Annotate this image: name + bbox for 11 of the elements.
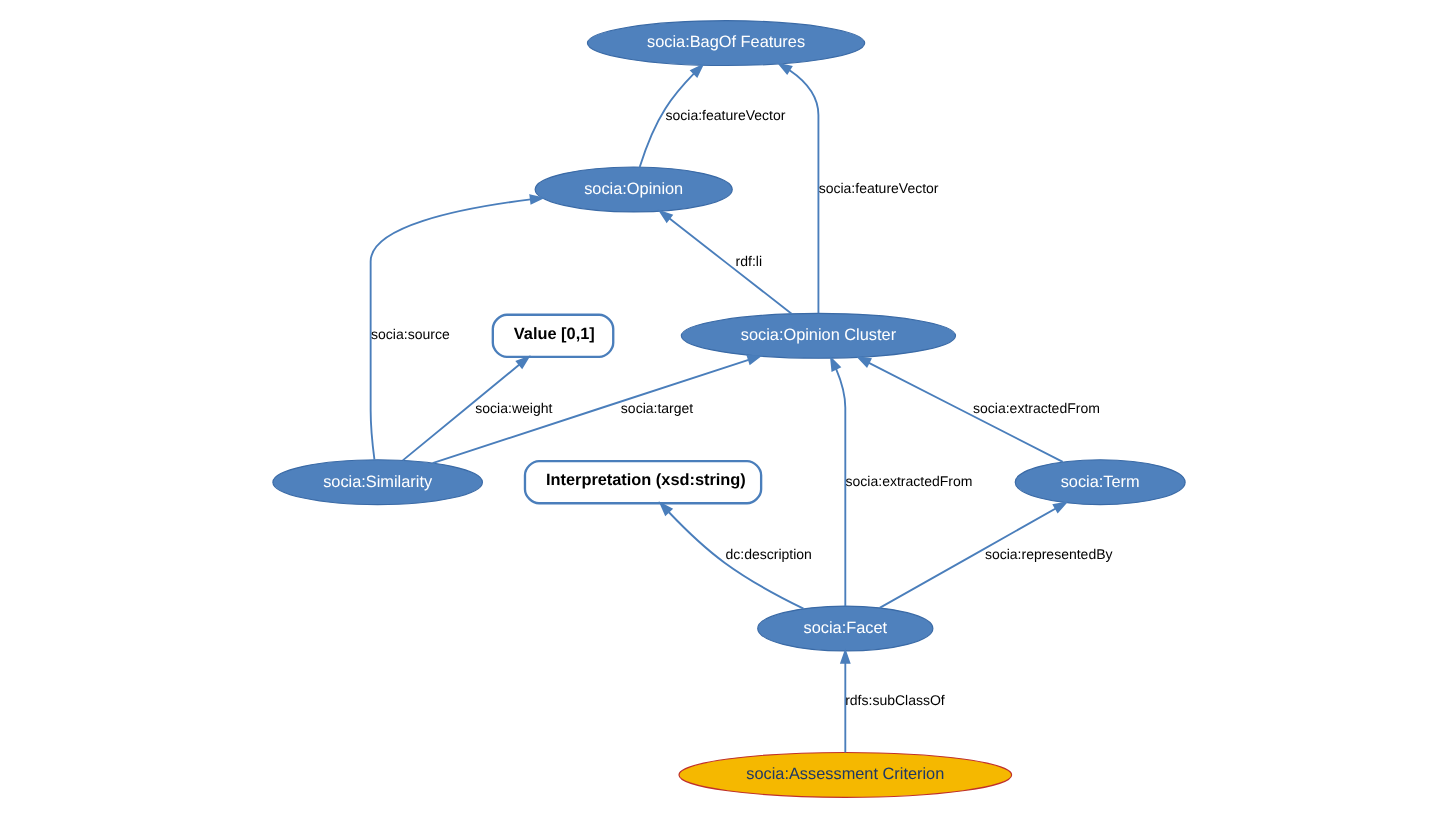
arrow xyxy=(656,209,792,315)
arrow xyxy=(657,501,804,610)
arrow xyxy=(400,355,530,462)
arrow xyxy=(430,354,762,464)
arrow xyxy=(838,648,850,754)
arrow xyxy=(637,63,704,168)
arrow xyxy=(854,356,1063,463)
arrow xyxy=(368,194,545,461)
arrow xyxy=(775,62,819,315)
arrow xyxy=(828,355,846,607)
arrow xyxy=(877,501,1068,609)
